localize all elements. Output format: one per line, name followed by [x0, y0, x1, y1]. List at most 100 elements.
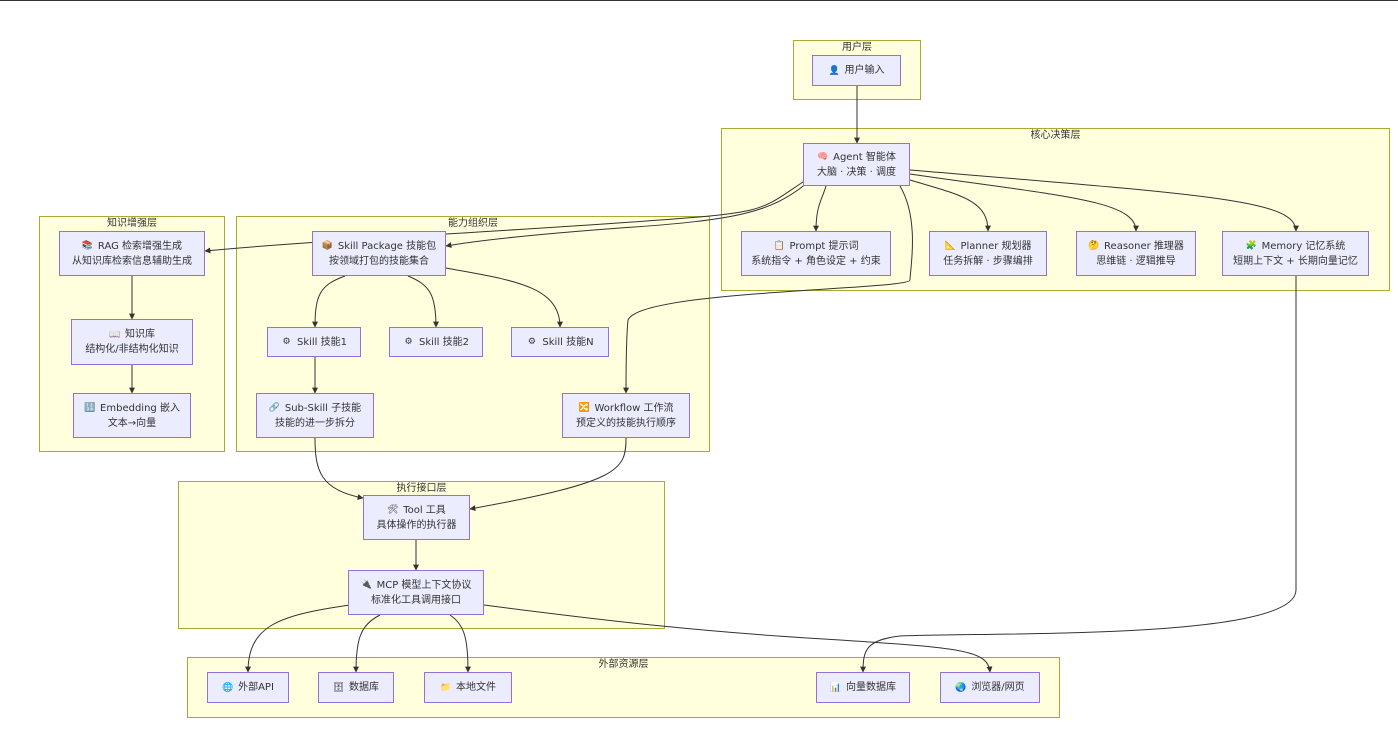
node-external-api-label: 外部API — [238, 682, 274, 693]
cluster-external-title: 外部资源层 — [598, 659, 649, 670]
clipboard-icon: 📋 — [773, 241, 785, 251]
node-planner-subtitle: 任务拆解 · 步骤编排 — [943, 255, 1033, 267]
node-knowledge-base-subtitle: 结构化/非结构化知识 — [85, 344, 179, 355]
edge-agent-to-reasoner — [909, 173, 1139, 232]
node-skilln-label: Skill 技能N — [542, 336, 594, 348]
node-user-input[interactable]: 👤 用户输入 — [812, 55, 901, 86]
package-icon: 📦 — [321, 241, 334, 251]
cluster-exec-title: 执行接口层 — [396, 483, 447, 494]
node-rag-title: RAG 检索增强生成 — [97, 240, 183, 252]
node-skill2[interactable]: ⚙ Skill 技能2 — [389, 327, 483, 357]
node-database[interactable]: 🗄 数据库 — [318, 672, 394, 703]
node-tool-subtitle: 具体操作的执行器 — [376, 519, 457, 531]
top-border-line — [0, 0, 1398, 1]
books-icon: 📚 — [81, 241, 94, 251]
cluster-core-title: 核心决策层 — [1030, 130, 1081, 141]
node-reasoner-title: Reasoner 推理器 — [1104, 240, 1184, 252]
node-mcp-title: MCP 模型上下文协议 — [376, 579, 472, 591]
node-rag-subtitle: 从知识库检索信息辅助生成 — [72, 255, 192, 267]
user-icon: 👤 — [828, 65, 840, 76]
node-local-files[interactable]: 📁 本地文件 — [424, 672, 512, 703]
edge-agent-to-planner — [909, 179, 991, 232]
memory-icon: 🧩 — [1245, 241, 1257, 251]
node-prompt-title: Prompt 提示词 — [789, 240, 859, 252]
node-workflow-subtitle: 预定义的技能执行顺序 — [576, 417, 676, 429]
node-skilln[interactable]: ⚙ Skill 技能N — [511, 327, 609, 357]
node-mcp[interactable]: 🔌 MCP 模型上下文协议 标准化工具调用接口 — [348, 570, 484, 615]
node-database-label: 数据库 — [349, 682, 379, 693]
node-planner[interactable]: 📐 Planner 规划器 任务拆解 · 步骤编排 — [929, 231, 1047, 276]
node-local-files-label: 本地文件 — [456, 682, 496, 693]
gear-icon: ⚙ — [282, 337, 291, 347]
edge-agent-to-rag — [204, 179, 807, 254]
edge-mcp-to-browser — [483, 604, 993, 673]
cluster-user-title: 用户层 — [842, 42, 872, 53]
edge-skillpackage-to-skill1 — [312, 275, 346, 328]
node-mcp-subtitle: 标准化工具调用接口 — [371, 594, 461, 606]
triangle-ruler-icon: 📐 — [944, 241, 956, 251]
edge-agent-to-skillpackage — [445, 183, 807, 249]
node-skill-package-subtitle: 按领域打包的技能集合 — [329, 255, 429, 267]
node-agent[interactable]: 🧠 Agent 智能体 大脑 · 决策 · 调度 — [803, 143, 910, 186]
node-skill1[interactable]: ⚙ Skill 技能1 — [267, 327, 361, 357]
database-icon: 🗄 — [333, 682, 345, 693]
cluster-knowledge-title: 知识增强层 — [107, 218, 157, 229]
edge-workflow-to-tool — [469, 437, 627, 511]
link-icon: 🔗 — [268, 403, 281, 413]
node-prompt-subtitle: 系统指令 + 角色设定 + 约束 — [751, 255, 881, 267]
node-skill1-label: Skill 技能1 — [296, 336, 347, 348]
plug-icon: 🔌 — [360, 580, 372, 590]
cluster-capability-title: 能力组织层 — [448, 218, 498, 229]
edge-skillpackage-to-skilln — [445, 267, 563, 328]
globe-icon: 🌐 — [222, 682, 234, 693]
node-memory[interactable]: 🧩 Memory 记忆系统 短期上下文 + 长期向量记忆 — [1222, 231, 1369, 276]
node-rag[interactable]: 📚RAG 检索增强生成 从知识库检索信息辅助生成 — [59, 231, 205, 276]
node-knowledge-base[interactable]: 📖 知识库 结构化/非结构化知识 — [71, 319, 193, 365]
node-vector-db-label: 向量数据库 — [846, 682, 896, 693]
node-prompt[interactable]: 📋 Prompt 提示词 系统指令 + 角色设定 + 约束 — [741, 231, 891, 276]
node-vector-db[interactable]: 📊 向量数据库 — [816, 672, 910, 703]
earth-globe-icon: 🌏 — [955, 682, 967, 693]
edge-memory-to-vectordb — [860, 276, 1297, 673]
edge-skillpackage-to-skill2 — [407, 275, 439, 328]
node-tool[interactable]: 🛠 Tool 工具 具体操作的执行器 — [363, 495, 470, 540]
node-skill-package-title: Skill Package 技能包 — [337, 240, 437, 252]
edge-agent-to-memory — [909, 169, 1299, 232]
edge-mcp-to-localfiles — [449, 614, 471, 673]
node-memory-title: Memory 记忆系统 — [1261, 240, 1346, 252]
node-planner-title: Planner 规划器 — [960, 240, 1032, 252]
node-tool-title: Tool 工具 — [403, 504, 446, 516]
node-external-api[interactable]: 🌐 外部API — [207, 672, 289, 703]
node-subskill[interactable]: 🔗Sub-Skill 子技能 技能的进一步拆分 — [256, 393, 374, 438]
wrench-icon: 🛠 — [387, 505, 399, 515]
edge-subskill-to-tool — [314, 437, 364, 500]
node-skill2-label: Skill 技能2 — [418, 336, 469, 348]
brain-icon: 🧠 — [817, 152, 829, 162]
gear-icon: ⚙ — [527, 337, 536, 347]
gear-icon: ⚙ — [404, 337, 413, 347]
bar-chart-icon: 📊 — [830, 682, 842, 693]
node-memory-subtitle: 短期上下文 + 长期向量记忆 — [1233, 255, 1358, 267]
node-subskill-title: Sub-Skill 子技能 — [284, 402, 362, 414]
node-workflow[interactable]: 🔀 Workflow 工作流 预定义的技能执行顺序 — [562, 393, 690, 438]
edge-agent-to-workflow — [623, 185, 913, 394]
book-icon: 📖 — [109, 329, 121, 340]
thinking-face-icon: 🤔 — [1088, 241, 1100, 251]
node-user-input-label: 用户输入 — [844, 65, 885, 76]
edge-mcp-to-api — [245, 604, 351, 673]
node-browser[interactable]: 🌏 浏览器/网页 — [940, 672, 1040, 703]
node-reasoner[interactable]: 🤔Reasoner 推理器 思维链 · 逻辑推导 — [1076, 231, 1196, 276]
edge-agent-to-prompt — [813, 185, 827, 232]
node-workflow-title: Workflow 工作流 — [594, 402, 674, 414]
workflow-icon: 🔀 — [578, 403, 590, 413]
node-embedding-title: Embedding 嵌入 — [100, 402, 180, 414]
node-knowledge-base-title: 知识库 — [125, 329, 155, 340]
folder-icon: 📁 — [440, 682, 452, 693]
node-embedding[interactable]: 🔢Embedding 嵌入 文本→向量 — [73, 393, 191, 438]
node-browser-label: 浏览器/网页 — [971, 682, 1025, 693]
node-embedding-subtitle: 文本→向量 — [107, 417, 157, 429]
node-agent-title: Agent 智能体 — [833, 151, 896, 163]
node-agent-subtitle: 大脑 · 决策 · 调度 — [816, 166, 897, 178]
node-skill-package[interactable]: 📦Skill Package 技能包 按领域打包的技能集合 — [312, 231, 446, 276]
